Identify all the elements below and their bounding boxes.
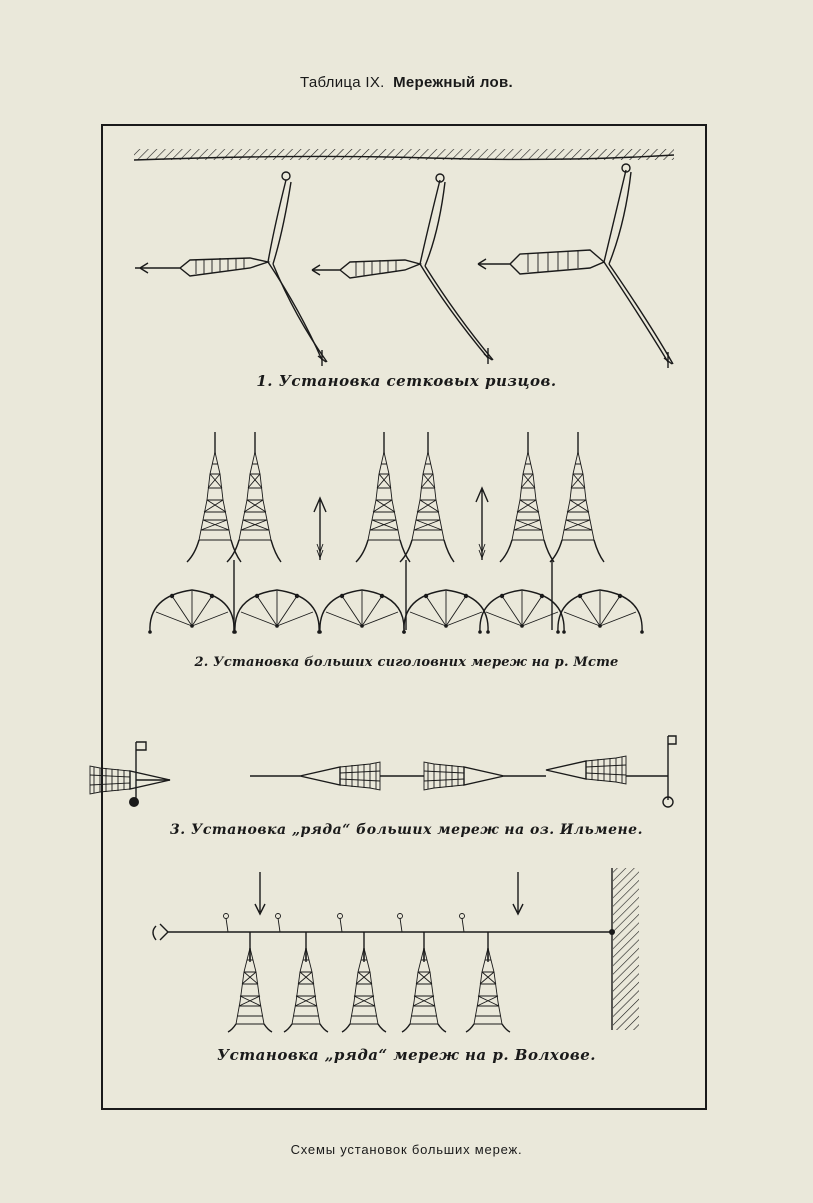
fig1-net-set-2 xyxy=(311,173,494,364)
figure-1-caption: 1. Установка сетковых ризцов. xyxy=(256,372,557,390)
illustration-frame xyxy=(101,124,707,1110)
fig1-net-set-1 xyxy=(135,171,328,366)
page-title: Таблица IX. Мережный лов. xyxy=(0,74,813,91)
figure-2-caption: 2. Установка больших сиголовних мереж на… xyxy=(194,655,619,670)
fig2-current-arrows xyxy=(313,486,489,560)
figure-4-caption: Установка „ряда“ мереж на р. Волхове. xyxy=(216,1046,596,1064)
table-label: Таблица IX. xyxy=(300,74,385,91)
figure-3-caption: 3. Установка „ряда“ больших мереж на оз.… xyxy=(170,822,643,838)
plate-caption: Схемы установок больших мереж. xyxy=(290,1142,523,1157)
fig1-net-set-3 xyxy=(477,163,674,368)
fig2-net-towers xyxy=(186,431,605,630)
fig4-net-row xyxy=(152,868,639,1033)
table-topic: Мережный лов. xyxy=(393,74,513,91)
fig2-fans xyxy=(147,589,645,635)
fig3-net-row xyxy=(89,735,677,808)
